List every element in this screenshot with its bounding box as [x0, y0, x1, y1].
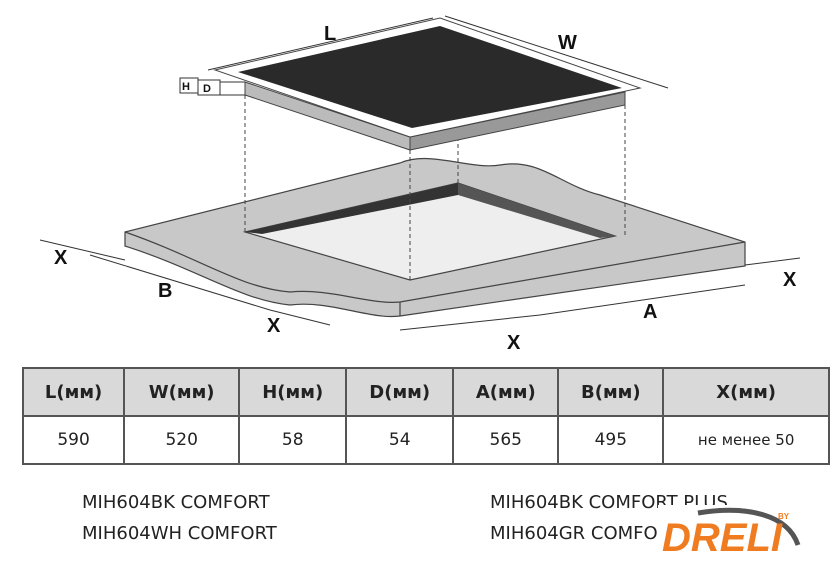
label-A: A — [643, 301, 657, 323]
header-W: W(мм) — [123, 367, 241, 417]
value-D: 54 — [345, 415, 455, 465]
logo-text: DRELI — [662, 516, 783, 560]
header-B: B(мм) — [557, 367, 665, 417]
models-left: MIH604BK COMFORT MIH604WH COMFORT — [82, 487, 277, 549]
dreli-logo: DRELI BY — [658, 505, 808, 563]
model-name: MIH604WH COMFORT — [82, 523, 277, 544]
header-D: D(мм) — [345, 367, 455, 417]
value-A: 565 — [452, 415, 560, 465]
header-X: X(мм) — [662, 367, 830, 417]
header-A: A(мм) — [452, 367, 560, 417]
installation-diagram: L W H D X B X X A X — [39, 15, 801, 354]
label-X-left: X — [54, 247, 68, 269]
header-H: H(мм) — [238, 367, 348, 417]
table-header-row: L(мм) W(мм) H(мм) D(мм) A(мм) B(мм) X(мм… — [21, 367, 830, 417]
label-X-front-left: X — [267, 315, 281, 337]
value-L: 590 — [21, 415, 126, 465]
label-X-front: X — [507, 332, 521, 354]
label-X-right: X — [783, 269, 797, 291]
dimension-lines — [39, 15, 801, 331]
countertop — [124, 157, 746, 318]
model-name: MIH604GR COMFORT — [490, 523, 680, 544]
dimensions-table: L(мм) W(мм) H(мм) D(мм) A(мм) B(мм) X(мм… — [21, 367, 830, 465]
label-D: D — [203, 83, 211, 95]
label-B: B — [158, 280, 172, 302]
value-X: не менее 50 — [662, 415, 830, 465]
value-W: 520 — [123, 415, 241, 465]
hob — [213, 17, 642, 151]
value-B: 495 — [557, 415, 665, 465]
header-L: L(мм) — [21, 367, 126, 417]
label-H: H — [182, 81, 190, 93]
value-H: 58 — [238, 415, 348, 465]
label-L: L — [324, 23, 336, 45]
label-W: W — [558, 32, 577, 54]
model-name: MIH604BK COMFORT — [82, 492, 270, 513]
table-row: 590 520 58 54 565 495 не менее 50 — [21, 415, 830, 465]
logo-by: BY — [778, 512, 790, 521]
